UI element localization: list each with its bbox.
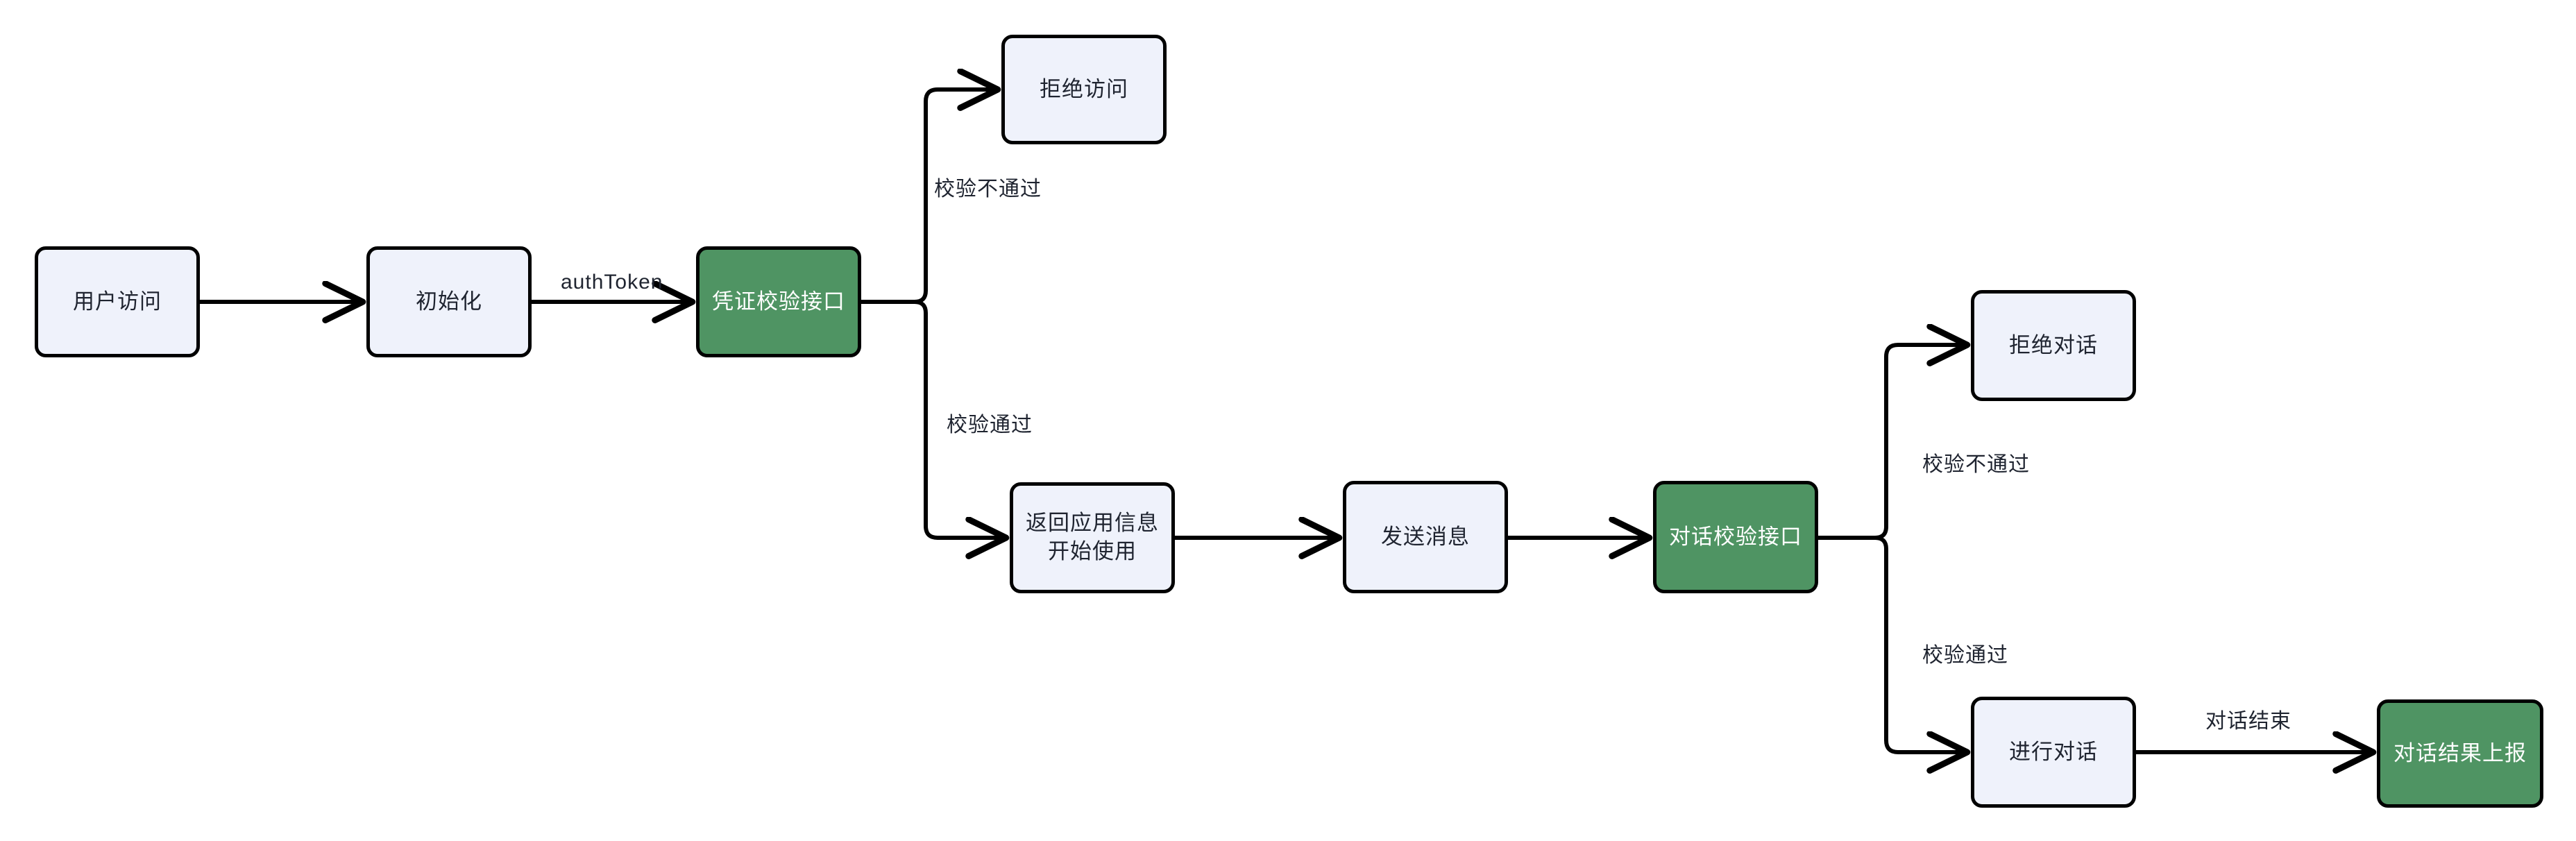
node-user-access[interactable]: 用户访问: [35, 246, 200, 357]
node-deny-dialog[interactable]: 拒绝对话: [1971, 290, 2136, 401]
node-deny-access[interactable]: 拒绝访问: [1001, 35, 1167, 144]
node-credential-verify-api[interactable]: 凭证校验接口: [696, 246, 861, 357]
edge-label-verify-passed-bottom: 校验通过: [1922, 644, 2008, 667]
node-report-dialog-result[interactable]: 对话结果上报: [2377, 699, 2543, 808]
edge-label-auth-token: authToken: [561, 271, 663, 294]
edge-dialog-api-to-deny-dialog: [1874, 345, 1964, 540]
edge-label-verify-failed-bottom: 校验不通过: [1922, 453, 2030, 476]
node-init[interactable]: 初始化: [366, 246, 532, 357]
node-dialog-verify-api[interactable]: 对话校验接口: [1653, 481, 1818, 593]
node-conduct-dialog[interactable]: 进行对话: [1971, 697, 2136, 808]
edge-label-dialog-ended: 对话结束: [2205, 710, 2291, 733]
node-return-app-info[interactable]: 返回应用信息 开始使用: [1010, 482, 1175, 593]
edge-label-verify-passed-top: 校验通过: [947, 414, 1033, 436]
edge-label-verify-failed-top: 校验不通过: [934, 178, 1042, 201]
node-send-message[interactable]: 发送消息: [1343, 481, 1508, 593]
